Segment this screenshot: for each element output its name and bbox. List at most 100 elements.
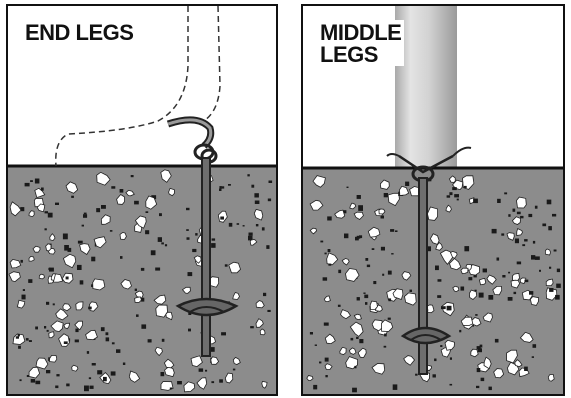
- debris-fragment: [313, 385, 317, 390]
- end-legs-illustration: [8, 6, 276, 394]
- debris-fragment: [44, 326, 46, 329]
- debris-fragment: [146, 211, 149, 213]
- rock-fragment: [120, 232, 126, 239]
- rock-fragment: [72, 365, 78, 371]
- debris-fragment: [542, 224, 546, 227]
- debris-fragment: [21, 260, 23, 263]
- debris-fragment: [111, 371, 116, 375]
- debris-fragment: [441, 306, 446, 309]
- debris-fragment: [268, 199, 271, 202]
- debris-fragment: [338, 270, 341, 273]
- debris-fragment: [513, 209, 516, 212]
- debris-fragment: [535, 256, 540, 260]
- rock-fragment: [135, 297, 142, 303]
- debris-fragment: [365, 302, 367, 305]
- debris-fragment: [454, 194, 459, 197]
- debris-fragment: [136, 314, 139, 317]
- debris-fragment: [220, 217, 224, 220]
- debris-fragment: [325, 375, 327, 377]
- debris-fragment: [186, 229, 189, 231]
- debris-fragment: [75, 340, 79, 343]
- debris-fragment: [524, 367, 528, 371]
- rock-fragment: [530, 297, 538, 306]
- end-legs-panel: END LEGS: [6, 4, 278, 396]
- rock-fragment: [379, 209, 385, 214]
- debris-fragment: [106, 332, 109, 335]
- debris-fragment: [384, 334, 387, 337]
- debris-fragment: [464, 246, 469, 251]
- debris-fragment: [388, 318, 391, 320]
- rock-fragment: [161, 382, 173, 391]
- debris-fragment: [381, 247, 385, 251]
- debris-fragment: [141, 268, 144, 271]
- debris-fragment: [320, 241, 323, 243]
- debris-fragment: [141, 324, 146, 328]
- debris-fragment: [248, 236, 253, 241]
- rock-fragment: [307, 376, 313, 381]
- debris-fragment: [492, 229, 497, 234]
- rock-fragment: [46, 244, 51, 251]
- debris-fragment: [53, 303, 55, 305]
- debris-fragment: [489, 387, 492, 391]
- debris-fragment: [48, 213, 53, 218]
- debris-fragment: [395, 230, 398, 232]
- debris-fragment: [358, 205, 363, 211]
- debris-fragment: [477, 346, 481, 349]
- debris-fragment: [440, 345, 442, 347]
- debris-fragment: [532, 356, 534, 358]
- debris-fragment: [449, 192, 452, 195]
- debris-fragment: [228, 184, 231, 186]
- debris-fragment: [325, 358, 329, 362]
- debris-fragment: [249, 233, 253, 236]
- debris-fragment: [266, 245, 269, 249]
- debris-fragment: [363, 293, 365, 294]
- debris-fragment: [87, 351, 89, 354]
- debris-fragment: [75, 329, 78, 333]
- debris-fragment: [212, 238, 216, 240]
- debris-fragment: [267, 310, 270, 312]
- debris-fragment: [549, 267, 551, 269]
- debris-fragment: [22, 295, 26, 300]
- debris-fragment: [557, 269, 560, 273]
- debris-fragment: [222, 186, 224, 188]
- debris-fragment: [56, 374, 59, 376]
- debris-fragment: [187, 237, 190, 240]
- rock-fragment: [517, 197, 527, 208]
- debris-fragment: [497, 258, 500, 261]
- debris-fragment: [457, 199, 459, 201]
- rock-fragment: [39, 274, 44, 279]
- debris-fragment: [459, 330, 461, 332]
- debris-fragment: [434, 359, 436, 362]
- debris-fragment: [351, 338, 354, 341]
- debris-fragment: [106, 337, 110, 341]
- debris-fragment: [450, 384, 453, 386]
- debris-fragment: [438, 279, 442, 282]
- debris-fragment: [556, 284, 561, 288]
- debris-fragment: [357, 297, 360, 300]
- debris-fragment: [388, 271, 392, 275]
- debris-fragment: [186, 208, 190, 210]
- debris-fragment: [464, 186, 467, 188]
- debris-fragment: [41, 188, 44, 191]
- rock-fragment: [370, 301, 377, 309]
- debris-fragment: [199, 368, 204, 371]
- debris-fragment: [229, 223, 233, 227]
- debris-fragment: [524, 239, 528, 241]
- debris-fragment: [219, 186, 222, 189]
- debris-fragment: [325, 253, 327, 255]
- debris-fragment: [483, 269, 487, 273]
- debris-fragment: [91, 257, 95, 262]
- debris-fragment: [110, 230, 113, 232]
- debris-fragment: [18, 346, 21, 349]
- debris-fragment: [256, 224, 259, 226]
- debris-fragment: [324, 323, 329, 326]
- rock-fragment: [548, 374, 554, 381]
- debris-fragment: [262, 227, 265, 230]
- rock-fragment: [93, 279, 105, 290]
- debris-fragment: [547, 200, 552, 205]
- debris-fragment: [447, 195, 451, 197]
- debris-fragment: [165, 244, 167, 246]
- rock-fragment: [545, 249, 550, 255]
- debris-fragment: [269, 181, 273, 184]
- debris-fragment: [162, 339, 165, 342]
